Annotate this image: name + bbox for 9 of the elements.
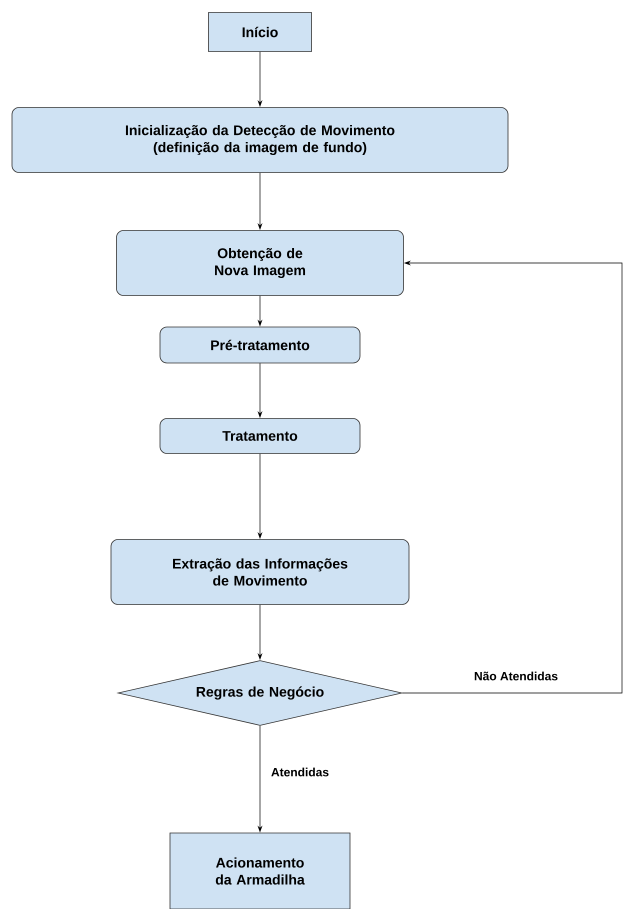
process-box: Acionamento da Armadilha xyxy=(170,832,350,909)
process-box: Obtenção de Nova Imagem xyxy=(116,230,404,296)
edge-label: Não Atendidas xyxy=(473,670,559,682)
process-box: Extração das Informações de Movimento xyxy=(110,539,410,605)
process-box: Pré-tratamento xyxy=(160,326,360,364)
process-box: Início xyxy=(208,12,312,52)
process-box: Inicialização da Detecção de Movimento (definição da imagem de fundo) xyxy=(12,107,508,173)
edge-label: Atendidas xyxy=(270,766,330,778)
process-box: Tratamento xyxy=(160,418,360,454)
